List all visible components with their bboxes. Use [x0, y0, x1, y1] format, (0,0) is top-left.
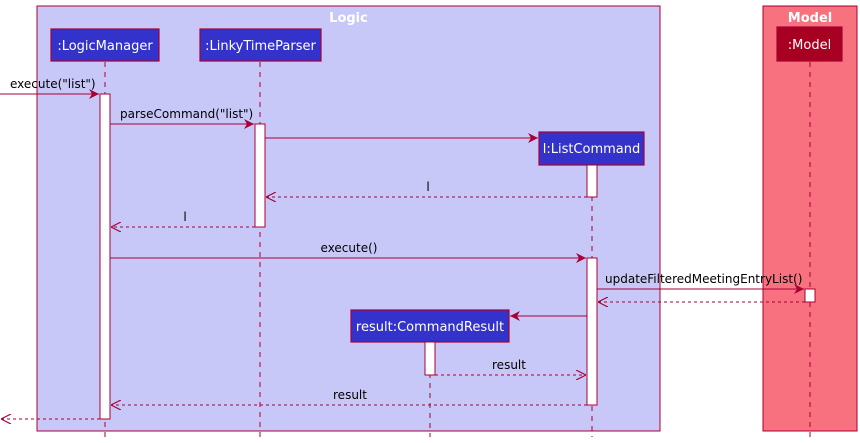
logic-manager-participant: [50, 28, 160, 62]
command-result-activation: [424, 341, 436, 376]
logic-manager-activation: [99, 93, 111, 420]
parse-command-label: parseCommand("list"): [120, 107, 253, 121]
list-command-activation-1: [586, 164, 598, 198]
list-command-label: l:ListCommand: [543, 142, 641, 157]
model-group-box: [762, 5, 858, 432]
update-filtered-label: updateFilteredMeetingEntryList(): [605, 272, 802, 286]
logic-group-title: Logic: [329, 11, 368, 26]
execute-label: execute(): [321, 241, 378, 255]
model-group-title: Model: [788, 11, 832, 26]
execute-list-label: execute("list"): [10, 77, 96, 91]
list-command-participant: [538, 131, 645, 166]
command-result-participant: [350, 309, 510, 343]
list-command-activation-2: [586, 257, 598, 406]
model-label: :Model: [788, 38, 831, 53]
model-activation: [804, 288, 816, 303]
command-result-label: result:CommandResult: [356, 320, 504, 335]
parser-label: :LinkyTimeParser: [205, 39, 316, 54]
return-l-label-2: l: [183, 210, 186, 224]
return-l-label-1: l: [426, 180, 429, 194]
parser-participant: [199, 28, 322, 62]
result-label-2: result: [333, 388, 367, 402]
logic-group-box: [36, 5, 661, 432]
model-participant: [776, 26, 843, 62]
logic-manager-label: :LogicManager: [57, 39, 153, 54]
parser-activation: [254, 123, 266, 228]
result-label-1: result: [492, 358, 526, 372]
